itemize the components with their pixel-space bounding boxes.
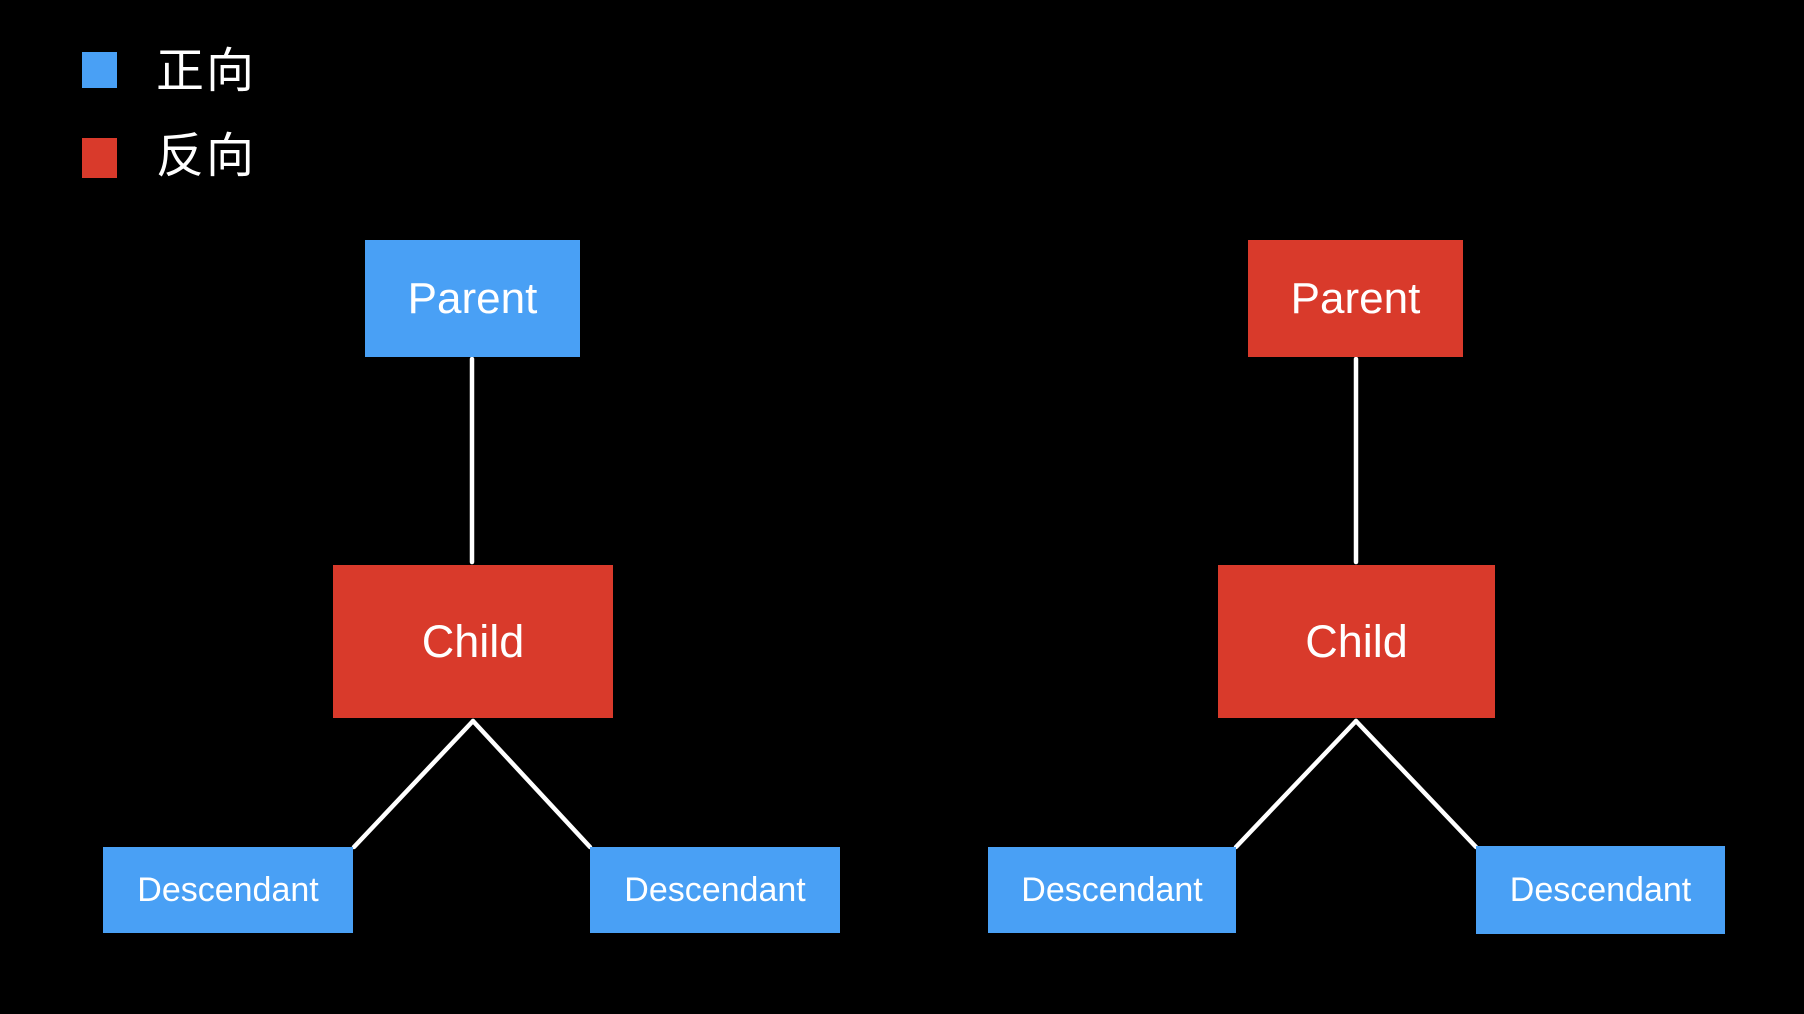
- edge-right-child-descendant1: [1233, 718, 1359, 850]
- legend-swatch-reverse-icon: [82, 138, 117, 178]
- node-left-descendant-1: Descendant: [103, 847, 353, 933]
- legend-swatch-forward-icon: [82, 52, 117, 88]
- node-right-child: Child: [1218, 565, 1495, 718]
- node-left-descendant-2: Descendant: [590, 847, 840, 933]
- node-left-child: Child: [333, 565, 613, 718]
- node-right-descendant-1: Descendant: [988, 847, 1236, 933]
- legend-label-reverse: 反向: [156, 130, 257, 183]
- node-right-parent: Parent: [1248, 240, 1463, 357]
- node-right-descendant-2: Descendant: [1476, 846, 1725, 934]
- legend-label-forward: 正向: [156, 45, 257, 98]
- edge-right-child-descendant2: [1353, 718, 1479, 850]
- edge-left-child-descendant2: [470, 718, 593, 850]
- node-left-parent: Parent: [365, 240, 580, 357]
- edge-left-child-descendant1: [351, 718, 476, 850]
